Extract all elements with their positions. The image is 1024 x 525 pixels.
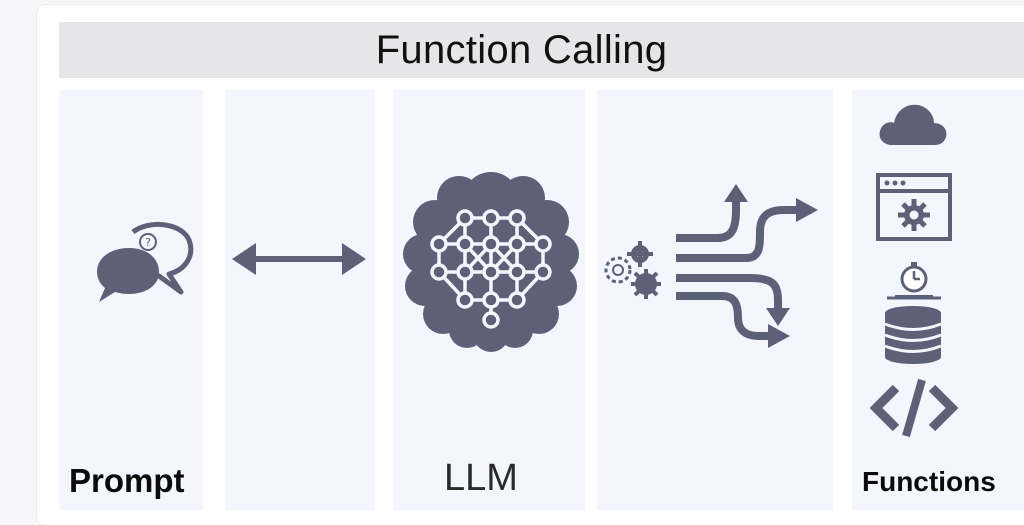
prompt-label: Prompt: [69, 462, 185, 499]
speech-bubbles-question-icon: ?: [97, 221, 194, 302]
llm-label: LLM: [444, 457, 518, 499]
title-bar: Function Calling: [59, 22, 1024, 78]
cloud-icon: [879, 104, 947, 145]
exchange-panel: [225, 90, 375, 510]
stopwatch-laptop-icon: [887, 262, 941, 300]
code-icon: [870, 378, 958, 438]
gears-icon: [604, 241, 661, 299]
svg-text:?: ?: [145, 236, 151, 249]
gears-branching-arrows-icon: [604, 184, 818, 348]
database-icon: [884, 306, 942, 364]
double-arrow-icon: [232, 243, 366, 275]
functions-label: Functions: [862, 466, 996, 497]
browser-gear-icon: [876, 173, 952, 241]
prompt-panel: [59, 90, 203, 510]
functions-panel: [852, 90, 1024, 510]
brain-network-icon: [403, 172, 579, 352]
diagram-title: Function Calling: [375, 27, 668, 72]
